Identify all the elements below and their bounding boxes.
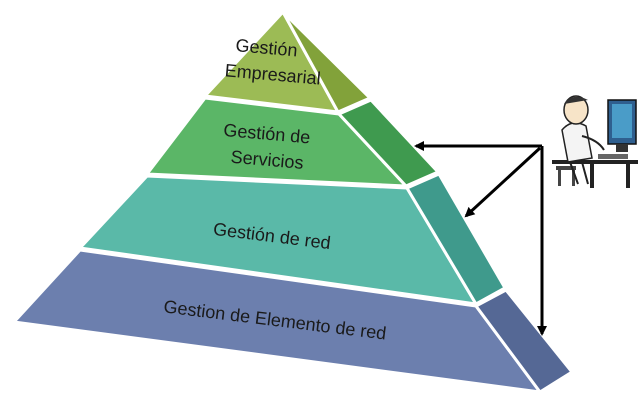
pyramid-layer-network: Gestión de red (78, 172, 507, 306)
layer-business-side (281, 10, 372, 114)
layer-services-side (337, 98, 440, 188)
pyramid-layer-services: Gestión de Servicios (145, 96, 440, 188)
computer-operator-icon (552, 95, 638, 188)
pyramid-layer-element: Gestion de Elemento de red (12, 248, 574, 394)
arrow-to-network (464, 146, 542, 218)
arrow-connectors (414, 141, 547, 336)
layer-network-side (405, 172, 507, 306)
layer-element-side (474, 288, 574, 394)
pyramid-layer-business: Gestión Empresarial (203, 10, 372, 114)
